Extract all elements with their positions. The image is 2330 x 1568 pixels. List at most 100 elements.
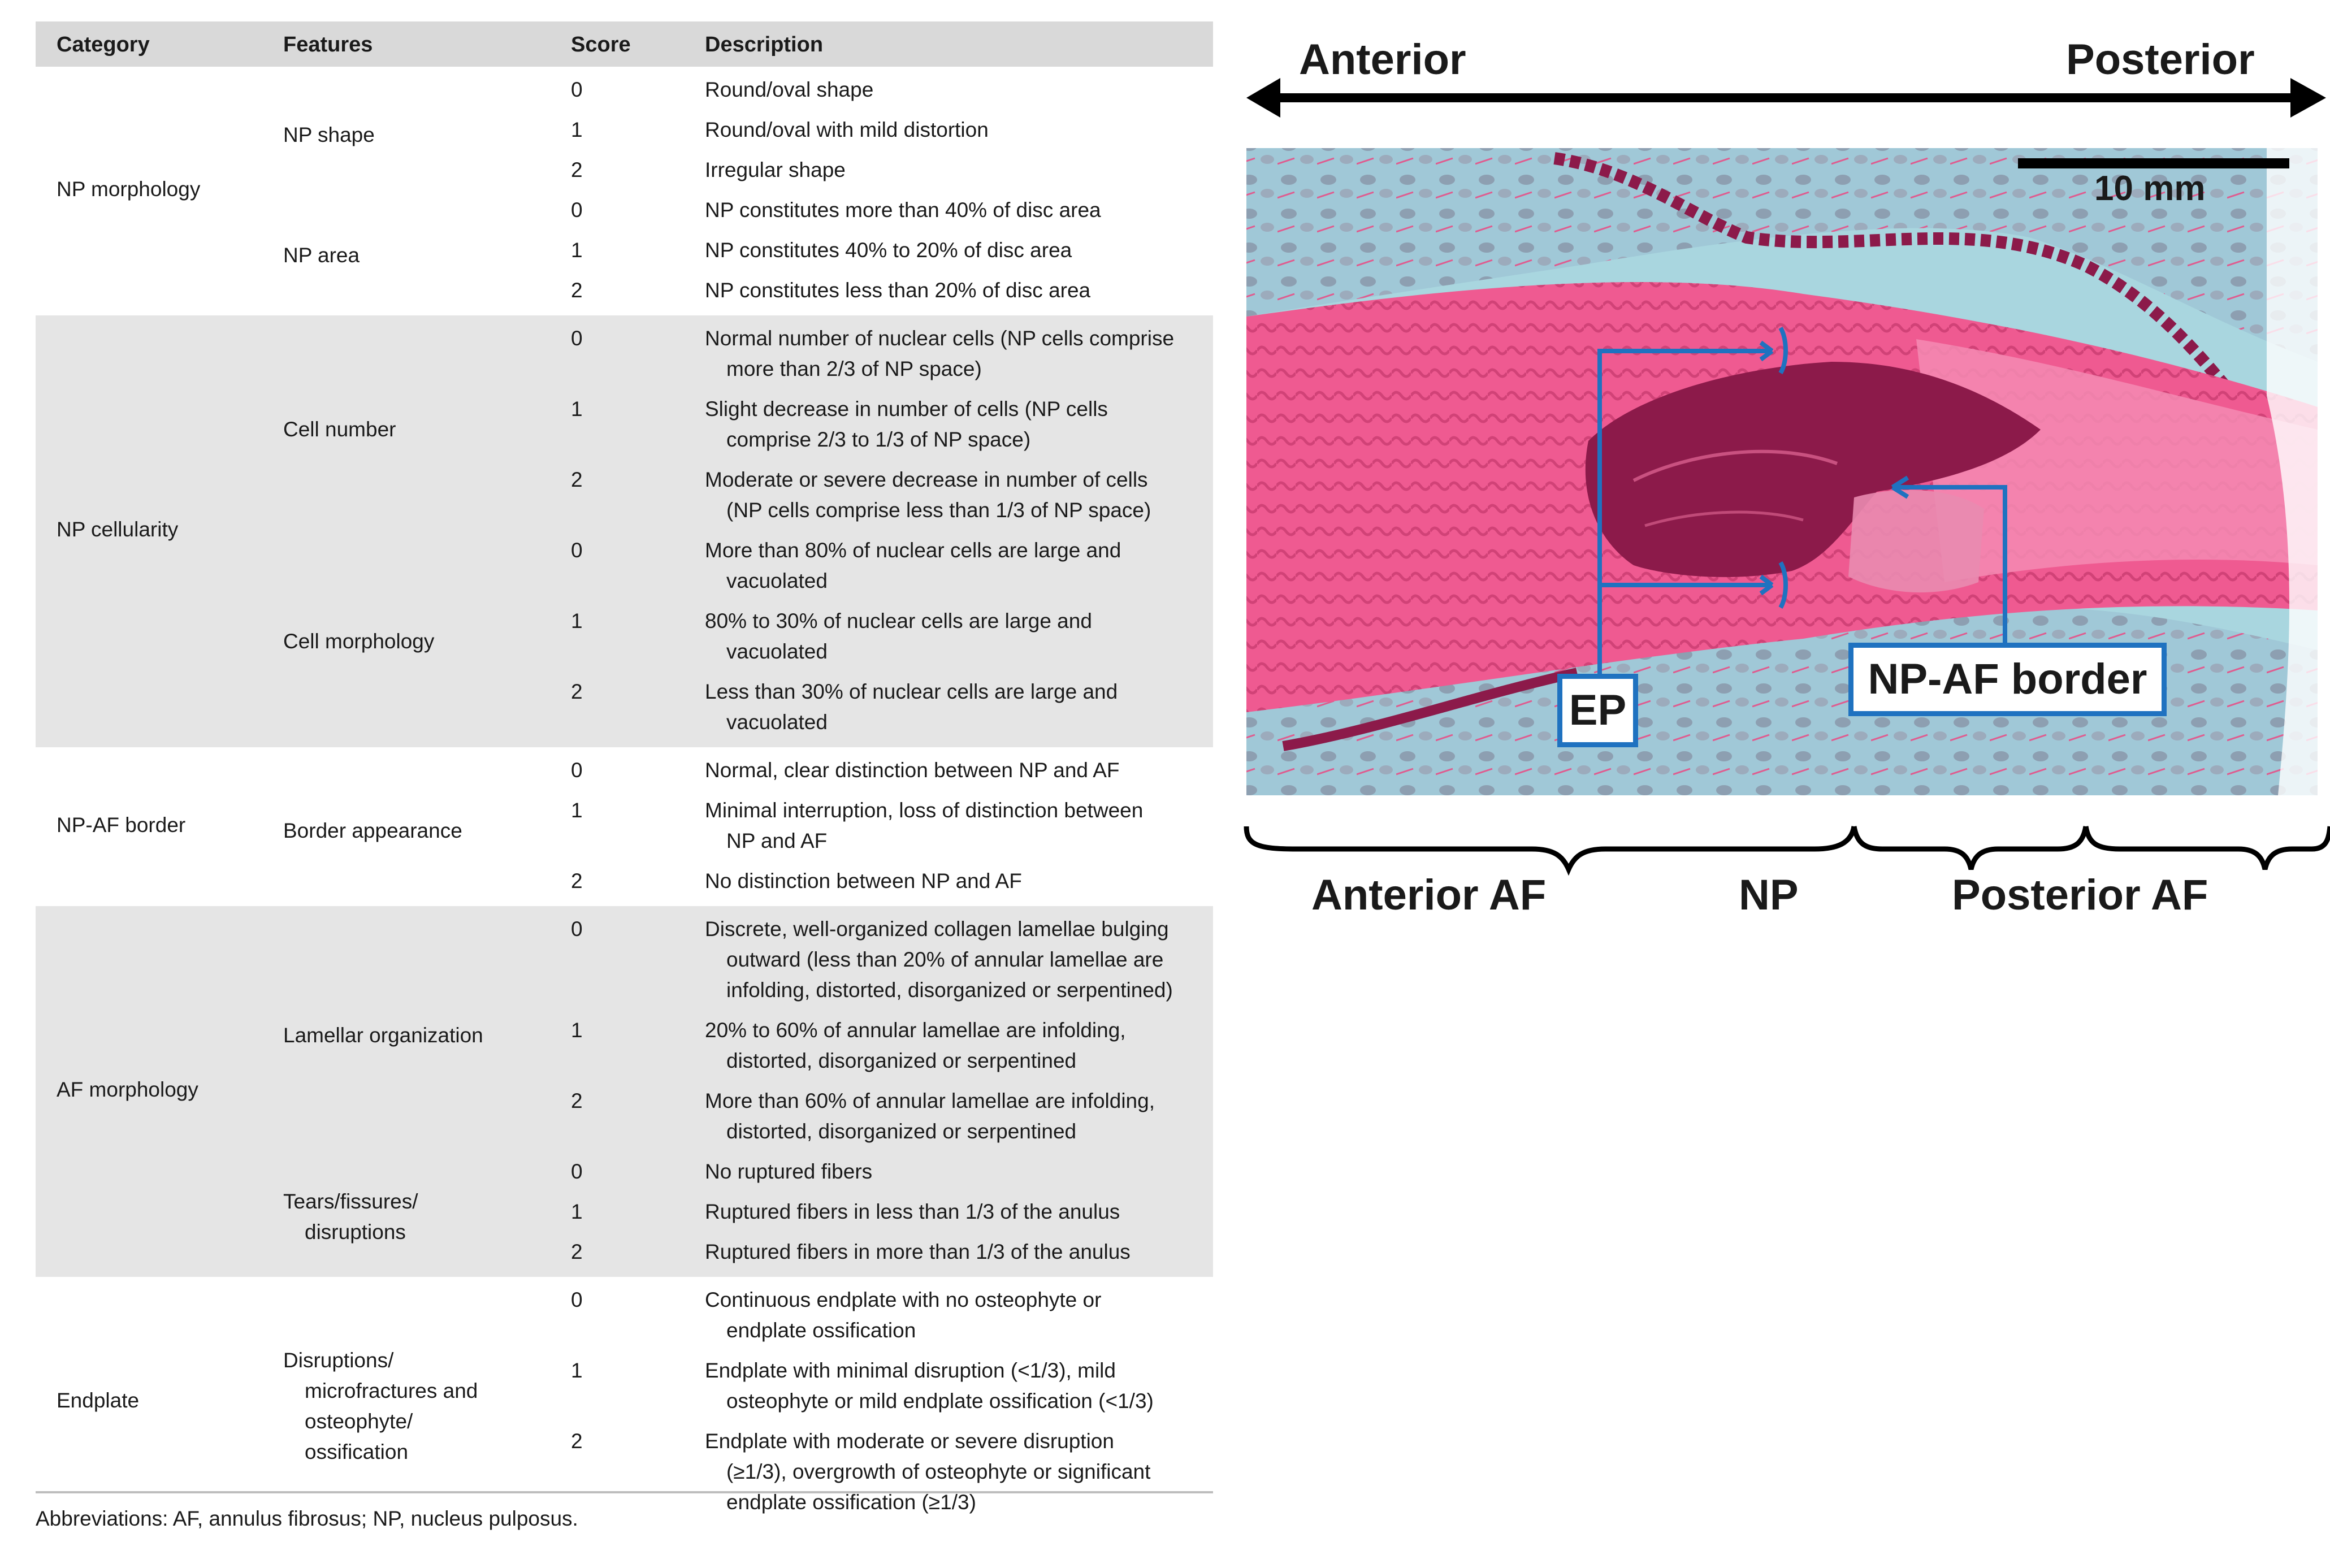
category-name: NP cellularity	[57, 518, 179, 541]
score-description: NP constitutes 40% to 20% of disc area	[705, 235, 1202, 266]
category-name: NP morphology	[57, 177, 201, 201]
score-description: Endplate with moderate or severe disrupt…	[705, 1426, 1202, 1518]
score-value: 1	[571, 239, 583, 262]
np-af-border-arrow	[1891, 475, 2007, 644]
header-score: Score	[571, 33, 631, 57]
score-description: No distinction between NP and AF	[705, 866, 1202, 896]
description-line: 20% to 60% of annular lamellae are infol…	[705, 1019, 1126, 1042]
score-description: More than 60% of annular lamellae are in…	[705, 1086, 1202, 1147]
feature-name-line: Tears/fissures/	[283, 1189, 418, 1213]
label-posterior-af: Posterior AF	[1952, 871, 2208, 919]
category-name: AF morphology	[57, 1078, 198, 1101]
feature-name-line: ossification	[305, 1440, 409, 1463]
feature-name-line: Cell morphology	[283, 629, 435, 653]
description-line: No ruptured fibers	[705, 1160, 873, 1183]
score-value: 1	[571, 118, 583, 141]
description-line: More than 80% of nuclear cells are large…	[705, 539, 1121, 562]
description-line: endplate ossification (≥1/3)	[726, 1491, 976, 1514]
description-line: outward (less than 20% of annular lamell…	[726, 948, 1164, 971]
feature-name-line: disruptions	[305, 1220, 406, 1244]
description-line: more than 2/3 of NP space)	[726, 357, 982, 380]
description-line: No distinction between NP and AF	[705, 869, 1022, 893]
figure-graphics	[1244, 78, 2330, 876]
description-line: vacuolated	[726, 569, 828, 592]
score-description: Minimal interruption, loss of distinctio…	[705, 795, 1202, 856]
score-value: 0	[571, 327, 583, 350]
feature-name: Lamellar organization	[283, 1020, 549, 1051]
label-np-region: NP	[1739, 871, 1799, 919]
score-description: 20% to 60% of annular lamellae are infol…	[705, 1015, 1202, 1076]
score-value: 2	[571, 158, 583, 181]
score-description: Normal, clear distinction between NP and…	[705, 755, 1202, 786]
score-value: 0	[571, 917, 583, 941]
description-line: Moderate or severe decrease in number of…	[705, 468, 1148, 491]
score-description: Ruptured fibers in less than 1/3 of the …	[705, 1197, 1202, 1227]
score-description: Endplate with minimal disruption (<1/3),…	[705, 1355, 1202, 1417]
score-value: 2	[571, 1240, 583, 1263]
description-line: Irregular shape	[705, 158, 846, 181]
feature-name-line: Lamellar organization	[283, 1023, 483, 1047]
table-bottom-rule	[36, 1491, 1213, 1493]
score-value: 0	[571, 78, 583, 101]
score-description: Discrete, well-organized collagen lamell…	[705, 914, 1202, 1006]
score-description: Round/oval with mild distortion	[705, 115, 1202, 145]
description-line: distorted, disorganized or serpentined	[726, 1120, 1077, 1143]
description-line: 80% to 30% of nuclear cells are large an…	[705, 609, 1092, 633]
feature-name-line: osteophyte/	[305, 1409, 413, 1433]
description-line: Minimal interruption, loss of distinctio…	[705, 799, 1144, 822]
description-line: NP constitutes less than 20% of disc are…	[705, 279, 1091, 302]
label-np-af-border: NP-AF border	[1848, 643, 2167, 716]
description-line: NP constitutes more than 40% of disc are…	[705, 198, 1101, 222]
description-line: NP constitutes 40% to 20% of disc area	[705, 239, 1072, 262]
score-description: No ruptured fibers	[705, 1156, 1202, 1187]
ep-bracket	[1597, 326, 1788, 675]
description-line: (≥1/3), overgrowth of osteophyte or sign…	[726, 1460, 1151, 1483]
category-group: 0 Discrete, well-organized collagen lamel…	[36, 906, 1213, 1277]
score-description: Slight decrease in number of cells (NP c…	[705, 394, 1202, 455]
description-line: Ruptured fibers in less than 1/3 of the …	[705, 1200, 1120, 1223]
score-description: NP constitutes more than 40% of disc are…	[705, 195, 1202, 226]
description-line: distorted, disorganized or serpentined	[726, 1049, 1077, 1072]
score-value: 2	[571, 869, 583, 893]
score-value: 2	[571, 468, 583, 491]
description-line: (NP cells comprise less than 1/3 of NP s…	[726, 499, 1151, 522]
score-description: Less than 30% of nuclear cells are large…	[705, 677, 1202, 738]
feature-name-line: NP area	[283, 243, 360, 267]
score-description: Moderate or severe decrease in number of…	[705, 465, 1202, 526]
score-value: 2	[571, 279, 583, 302]
description-line: Normal number of nuclear cells (NP cells…	[705, 327, 1175, 350]
feature-name: Cell morphology	[283, 626, 549, 657]
feature-name: Cell number	[283, 414, 549, 445]
description-line: Less than 30% of nuclear cells are large…	[705, 680, 1118, 703]
description-line: comprise 2/3 to 1/3 of NP space)	[726, 428, 1031, 451]
description-line: infolding, distorted, disorganized or se…	[726, 978, 1173, 1002]
feature-name-line: Cell number	[283, 417, 396, 441]
feature-name: Border appearance	[283, 816, 549, 846]
description-line: Endplate with moderate or severe disrupt…	[705, 1430, 1114, 1453]
description-line: endplate ossification	[726, 1319, 916, 1342]
score-value: 1	[571, 1359, 583, 1382]
table-header: Category Features Score Description	[36, 21, 1213, 67]
score-value: 0	[571, 1160, 583, 1183]
description-line: Endplate with minimal disruption (<1/3),…	[705, 1359, 1116, 1382]
score-value: 1	[571, 799, 583, 822]
score-value: 1	[571, 1019, 583, 1042]
score-value: 2	[571, 680, 583, 703]
score-description: Normal number of nuclear cells (NP cells…	[705, 323, 1202, 384]
category-group: 0 Normal, clear distinction between NP an…	[36, 747, 1213, 906]
description-line: NP and AF	[726, 829, 828, 852]
header-description: Description	[705, 33, 824, 57]
score-value: 0	[571, 759, 583, 782]
description-line: Slight decrease in number of cells (NP c…	[705, 397, 1108, 421]
feature-name-line: NP shape	[283, 123, 375, 146]
table-footnote: Abbreviations: AF, annulus fibrosus; NP,…	[36, 1507, 578, 1530]
score-value: 1	[571, 609, 583, 633]
description-line: Normal, clear distinction between NP and…	[705, 759, 1120, 782]
feature-name: NP shape	[283, 120, 549, 150]
score-description: Irregular shape	[705, 155, 1202, 185]
label-anterior-af: Anterior AF	[1311, 871, 1547, 919]
